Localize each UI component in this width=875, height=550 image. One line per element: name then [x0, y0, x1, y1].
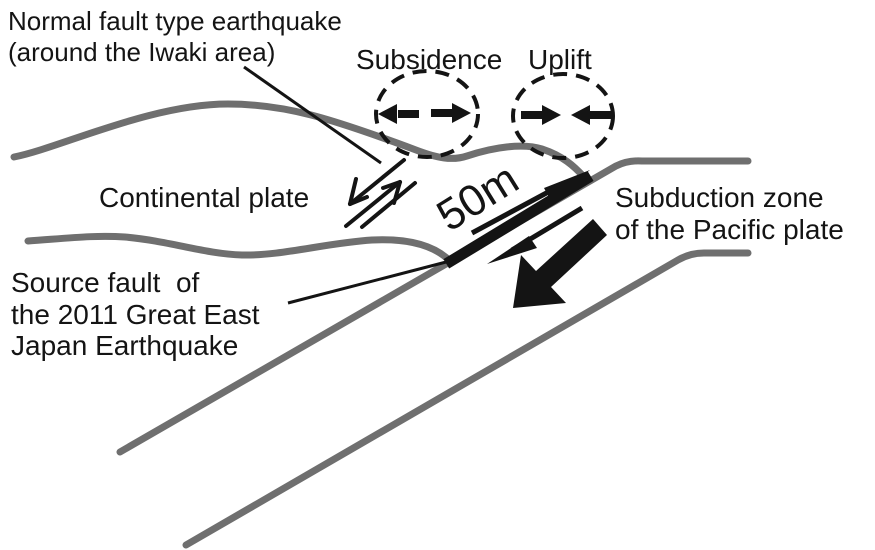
normal-fault-symbol [344, 158, 417, 229]
megathrust-fault-bar [443, 171, 594, 269]
continental-plate-label: Continental plate [99, 182, 310, 213]
subsidence-diverging-arrows-icon [378, 103, 471, 124]
uplift-ellipse [511, 72, 615, 160]
slip-half-arrow-upper [470, 170, 590, 236]
source-fault-leader-line [287, 259, 451, 305]
uplift-converging-arrows-icon [521, 105, 611, 125]
pacific-plate-motion-arrow [513, 219, 607, 308]
ground-surface-line [10, 100, 588, 181]
uplift-label: Uplift [528, 44, 592, 75]
pacific-plate-top-line [116, 157, 752, 456]
pacific-plate-bottom-line [182, 249, 752, 549]
continental-plate-base-line [24, 232, 454, 265]
subsidence-ellipse [374, 69, 480, 159]
subsidence-label: Subsidence [356, 44, 503, 75]
source-fault-label: Source fault of the 2011 Great East Japa… [11, 267, 260, 362]
normal-fault-label: Normal fault type earthquake (around the… [8, 6, 342, 68]
slip-half-arrow-lower [487, 205, 584, 264]
subduction-zone-label: Subduction zone of the Pacific plate [615, 182, 844, 245]
normal-fault-leader-line [243, 65, 382, 165]
